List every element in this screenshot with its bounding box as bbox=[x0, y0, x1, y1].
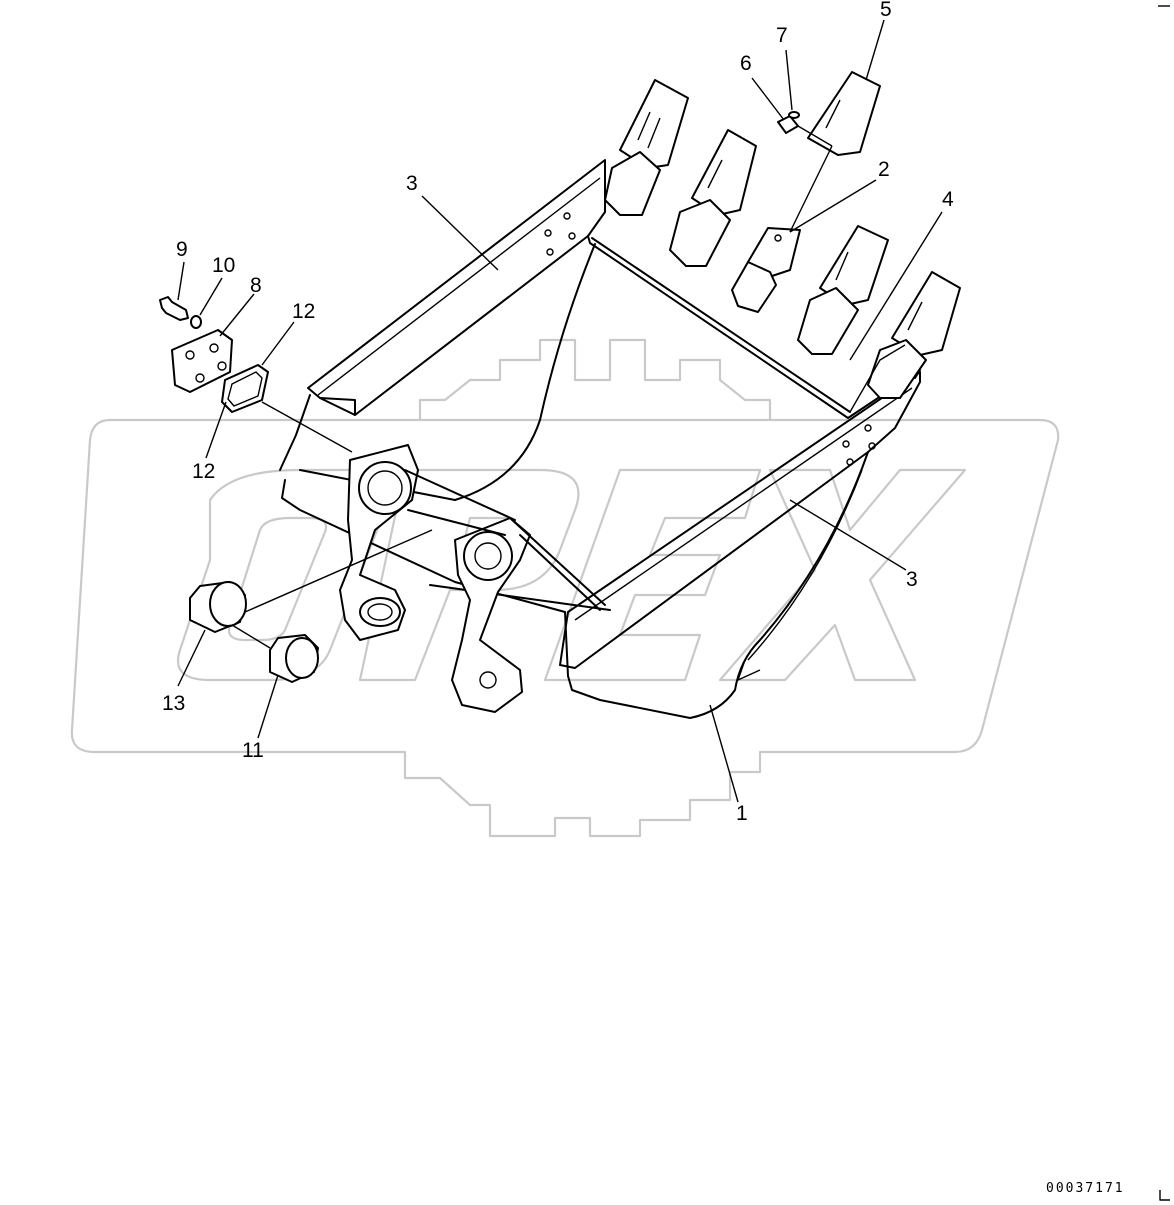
bushing-11 bbox=[269, 634, 319, 683]
tooth-5 bbox=[867, 271, 961, 399]
axis-line-pin bbox=[797, 125, 833, 147]
callout-labels: 1 2 3 3 4 5 6 7 8 9 10 11 12 12 13 bbox=[162, 0, 954, 825]
bucket-assembly bbox=[279, 159, 921, 719]
callout-2: 2 bbox=[878, 158, 890, 181]
callout-1: 1 bbox=[736, 802, 748, 825]
leader-1 bbox=[709, 704, 739, 803]
leader-9 bbox=[177, 261, 185, 301]
callout-7: 7 bbox=[776, 24, 788, 47]
lock-plate bbox=[171, 329, 233, 393]
tooth-4 bbox=[797, 225, 889, 355]
callout-3-bottom: 3 bbox=[906, 568, 918, 591]
tooth-lock bbox=[788, 111, 800, 119]
bushings bbox=[189, 581, 319, 683]
side-cutter bbox=[849, 344, 906, 413]
corner-mark-bottom-right bbox=[1159, 1190, 1170, 1201]
callout-10: 10 bbox=[212, 254, 235, 277]
callout-3-top: 3 bbox=[406, 172, 418, 195]
leader-13 bbox=[177, 629, 206, 687]
leader-3a bbox=[421, 195, 499, 271]
leader-10 bbox=[199, 277, 223, 316]
side-plate-bolt-holes-rear bbox=[544, 212, 576, 256]
bolt bbox=[159, 296, 189, 321]
watermark-gear-outline bbox=[70, 338, 1060, 838]
leader-12a bbox=[261, 321, 295, 366]
callout-13: 13 bbox=[162, 692, 185, 715]
drawing-number: 00037171 bbox=[1046, 1181, 1125, 1196]
leader-8 bbox=[219, 293, 255, 337]
tooth-3 bbox=[731, 227, 801, 313]
callout-6: 6 bbox=[740, 52, 752, 75]
callout-12-bottom: 12 bbox=[192, 460, 215, 483]
hinge-bore-front bbox=[463, 531, 513, 581]
bucket-back-shell bbox=[454, 243, 596, 501]
bucket-side-plate-front bbox=[559, 371, 921, 669]
axis-line-shim bbox=[261, 401, 353, 453]
tooth-1 bbox=[604, 79, 689, 216]
leader-11 bbox=[257, 674, 279, 739]
leader-3b bbox=[789, 499, 907, 571]
tooth-2 bbox=[669, 129, 757, 267]
tooth-point-detached bbox=[807, 71, 881, 156]
bushing-13 bbox=[189, 581, 247, 633]
hinge-bore-rear bbox=[358, 461, 412, 515]
leader-7 bbox=[785, 49, 793, 111]
callout-9: 9 bbox=[176, 238, 188, 261]
leader-lines bbox=[177, 19, 943, 803]
watermark-letter-e bbox=[543, 468, 762, 682]
bolt-assembly bbox=[159, 296, 269, 413]
callout-8: 8 bbox=[250, 274, 262, 297]
leader-6 bbox=[751, 77, 785, 121]
watermark-letter-x bbox=[718, 468, 967, 682]
leader-4 bbox=[849, 211, 943, 361]
bucket-bottom-shell bbox=[567, 451, 869, 719]
axis-line-bushing-11 bbox=[231, 624, 271, 649]
shim bbox=[221, 364, 269, 413]
callout-12-top: 12 bbox=[292, 300, 315, 323]
leader-12b bbox=[205, 401, 227, 459]
callout-4: 4 bbox=[942, 188, 954, 211]
callout-5: 5 bbox=[880, 0, 892, 21]
bucket-teeth bbox=[604, 71, 961, 399]
bucket-side-plate-rear bbox=[307, 159, 606, 416]
washer bbox=[190, 315, 202, 329]
leader-5 bbox=[865, 19, 885, 81]
axis-line-bushing-13 bbox=[244, 529, 433, 613]
leader-2 bbox=[789, 179, 877, 233]
callout-11: 11 bbox=[242, 739, 264, 762]
side-plate-bolt-holes-front bbox=[842, 424, 876, 466]
axis-line-tooth bbox=[789, 145, 833, 233]
